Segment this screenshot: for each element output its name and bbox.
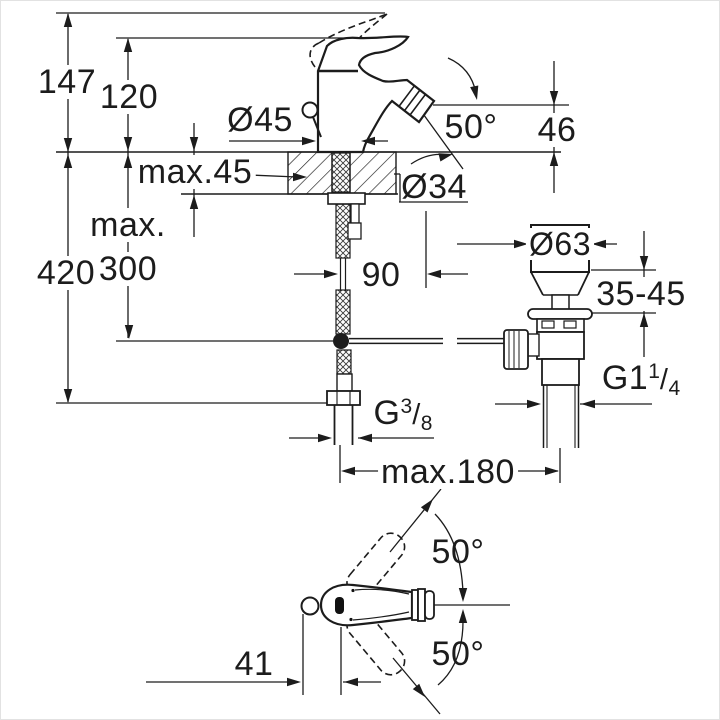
dimension-label-max: max. — [87, 208, 169, 242]
diameter-label-63: Ø63 — [526, 228, 594, 260]
thread-label-g-3-8: G3/8 — [373, 394, 433, 435]
countertop-hatch — [56, 151, 561, 195]
diameter-label-34: Ø34 — [401, 168, 467, 206]
pop-up-rod — [333, 333, 504, 349]
supply-hose — [326, 152, 366, 445]
dimension-label-300: 300 — [95, 252, 161, 286]
dimension-label-90: 90 — [358, 258, 404, 292]
dimension-label-41: 41 — [234, 645, 274, 683]
dimension-arrowheads — [63, 13, 649, 697]
aerator-rings — [398, 85, 427, 116]
dimension-label-120: 120 — [96, 80, 162, 114]
pop-up-knob — [301, 101, 319, 119]
dimension-label-max180: max.180 — [378, 455, 518, 489]
faucet-body-top — [319, 583, 414, 627]
faucet-top-view — [300, 532, 435, 676]
angle-label-handle-down-50: 50° — [431, 635, 485, 673]
angle-label-handle-up-50: 50° — [431, 533, 485, 571]
dimension-label-35-45: 35-45 — [593, 277, 689, 311]
diameter-label-45: Ø45 — [227, 101, 293, 139]
faucet-body — [316, 35, 436, 154]
pop-up-knob-top — [300, 596, 320, 616]
dimension-label-420: 420 — [33, 256, 99, 290]
dimension-label-46: 46 — [534, 113, 580, 147]
faucet-side-view — [301, 13, 436, 154]
angle-label-spout-50: 50° — [444, 108, 498, 146]
thread-label-g1-1-4: G11/4 — [601, 359, 681, 400]
dimension-label-147: 147 — [34, 65, 100, 99]
dimension-label-max45: max.45 — [134, 155, 256, 189]
